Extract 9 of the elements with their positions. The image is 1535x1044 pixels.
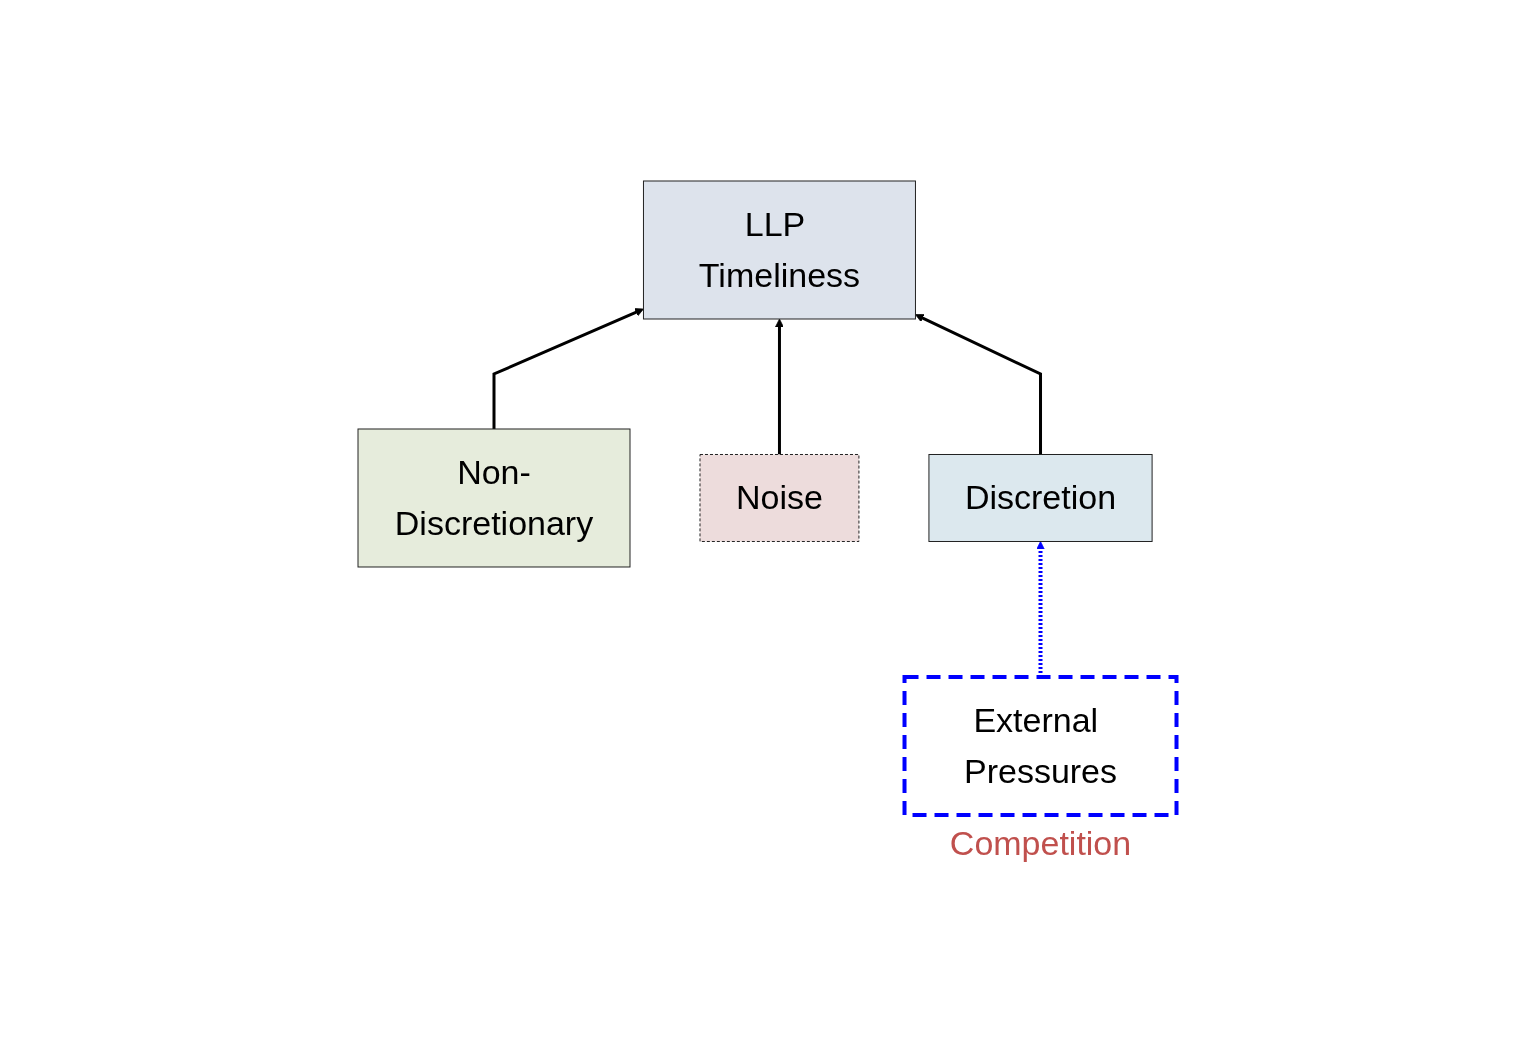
arrow — [915, 314, 1043, 455]
node-box: External Pressures — [902, 675, 1179, 818]
node-caption: Competition — [950, 824, 1132, 863]
arrow — [492, 308, 645, 430]
node-box: Discretion — [928, 454, 1153, 543]
node-box: LLP Timeliness — [643, 180, 917, 320]
node-box: Non-Discretionary — [357, 428, 631, 568]
arrow — [775, 319, 785, 455]
node-box: Noise — [699, 454, 860, 543]
